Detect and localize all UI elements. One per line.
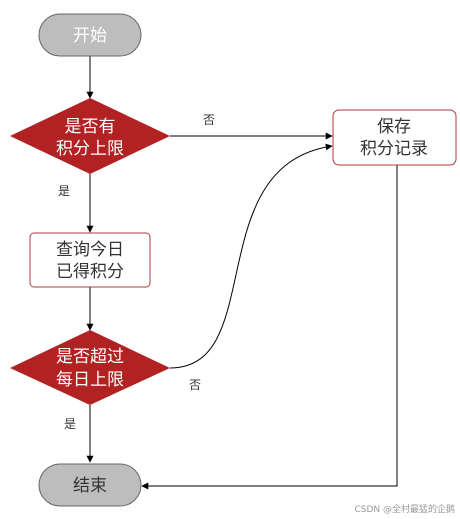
end-label: 结束: [73, 476, 107, 496]
edge-label-d1-no: 否: [203, 113, 215, 127]
start-label: 开始: [73, 26, 107, 46]
end-terminal: [38, 463, 142, 507]
edge-label-d2-no: 否: [189, 378, 201, 392]
decision2-line2: 每日上限: [56, 370, 124, 390]
decision2-line1: 是否超过: [56, 347, 124, 367]
save-line2: 积分记录: [360, 139, 428, 159]
decision1-line2: 积分上限: [56, 139, 124, 159]
edge-save-to-end: [141, 165, 398, 490]
decision1-line1: 是否有: [65, 117, 116, 137]
watermark-text: CSDN @全村最猛的企鹅: [354, 503, 455, 515]
save-line1: 保存: [377, 117, 411, 137]
decision1-diamond: [10, 98, 170, 174]
edge-label-d1-yes: 是: [58, 184, 70, 198]
decision2-diamond: [10, 330, 170, 405]
query-line1: 查询今日: [56, 240, 124, 260]
start-terminal: [38, 13, 142, 57]
edge-decision2-to-save: [169, 143, 333, 369]
query-line2: 已得积分: [56, 262, 124, 282]
query-process-box: [29, 232, 151, 288]
edge-label-d2-yes: 是: [64, 417, 76, 431]
save-process-box: [332, 109, 457, 166]
